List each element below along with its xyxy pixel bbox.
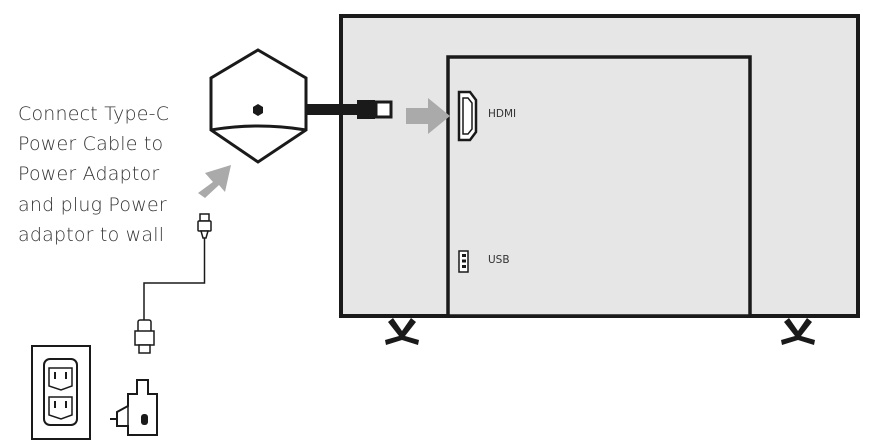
wall-outlet-icon: [31, 345, 91, 440]
instruction-line-3: Power Adaptor: [18, 163, 160, 185]
adaptor-connector-icon: [134, 319, 155, 354]
usb-label: USB: [488, 254, 510, 266]
arrow-to-device-icon: [198, 165, 231, 198]
instruction-line-1: Connect Type-C: [18, 103, 170, 125]
instruction-line-4: and plug Power: [18, 194, 167, 216]
instruction-line-2: Power Cable to: [18, 133, 164, 155]
tv-stand-right-foot: [781, 318, 815, 345]
device-logo-icon: [253, 104, 263, 116]
power-adaptor-icon: [110, 379, 158, 436]
instruction-line-5: adaptor to wall: [18, 224, 165, 246]
tv-port-panel: [446, 55, 752, 318]
usb-port-icon: [458, 250, 469, 273]
hdmi-port-icon: [457, 90, 478, 142]
arrow-to-hdmi-icon: [406, 98, 450, 134]
tv-stand-left-foot: [385, 318, 419, 345]
hdmi-label: HDMI: [488, 108, 517, 120]
hdmi-cable: [306, 100, 393, 119]
power-cable: [143, 238, 206, 320]
type-c-plug-icon: [197, 213, 212, 239]
streaming-device: [209, 48, 308, 164]
